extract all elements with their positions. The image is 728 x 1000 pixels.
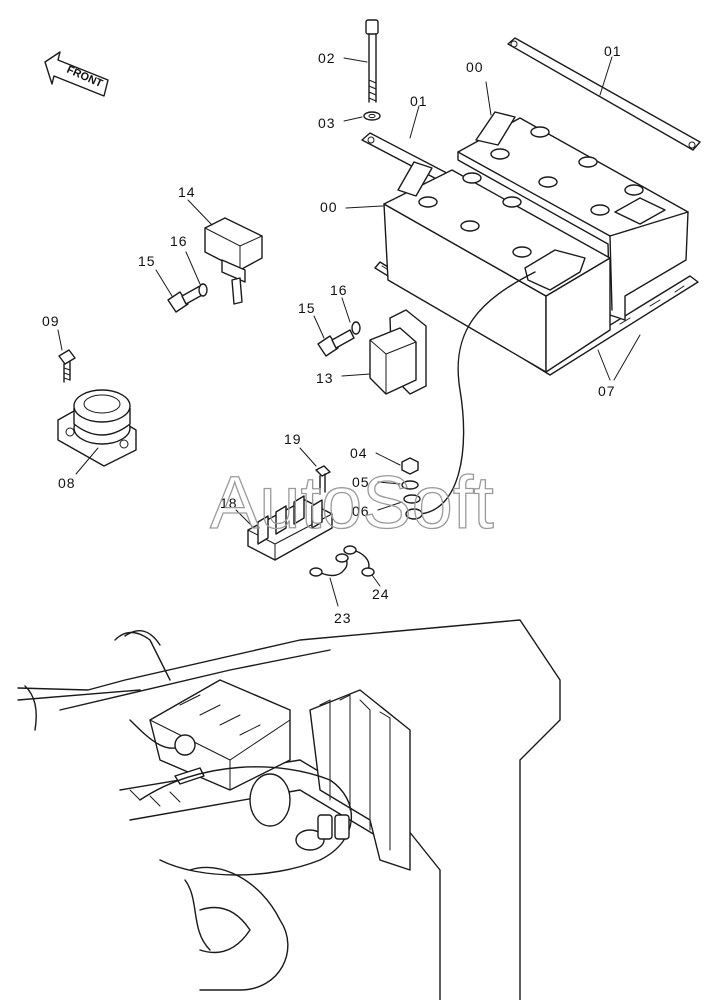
callout-01: 01 — [604, 43, 622, 59]
bolt-part — [155, 251, 208, 313]
callout-04: 04 — [350, 445, 368, 461]
terminal-hardware — [299, 447, 423, 520]
terminal-block-part — [235, 495, 333, 561]
front-arrow: FRONT — [44, 51, 109, 97]
callout-15: 15 — [298, 300, 316, 316]
callout-19: 19 — [284, 431, 302, 447]
battery-switch-part — [57, 329, 137, 475]
callout-14: 14 — [178, 184, 196, 200]
battery-assembly — [345, 81, 699, 515]
callout-18: 18 — [220, 495, 238, 511]
callout-01: 01 — [410, 93, 428, 109]
cover-part — [341, 309, 427, 395]
callout-16: 16 — [170, 233, 188, 249]
callout-02: 02 — [318, 50, 336, 66]
callout-24: 24 — [372, 586, 390, 602]
washer-part — [343, 111, 381, 122]
long-bolt-part — [343, 19, 379, 103]
callout-23: 23 — [334, 610, 352, 626]
watermark: AutoSoft — [210, 461, 494, 544]
callout-00: 00 — [466, 59, 484, 75]
machine-overview — [17, 619, 561, 1000]
callout-07: 07 — [598, 383, 616, 399]
callout-15: 15 — [138, 253, 156, 269]
callout-00: 00 — [320, 199, 338, 215]
callout-16: 16 — [330, 282, 348, 298]
callout-13: 13 — [316, 370, 334, 386]
callout-labels: 02 03 01 01 00 00 14 16 15 09 08 16 15 1… — [42, 43, 622, 626]
jumper-leads — [309, 545, 381, 607]
callout-06: 06 — [352, 503, 370, 519]
relay-part — [187, 199, 263, 305]
callout-03: 03 — [318, 115, 336, 131]
callout-09: 09 — [42, 313, 60, 329]
bolt-part-2 — [313, 297, 361, 357]
callout-05: 05 — [352, 474, 370, 490]
callout-08: 08 — [58, 475, 76, 491]
